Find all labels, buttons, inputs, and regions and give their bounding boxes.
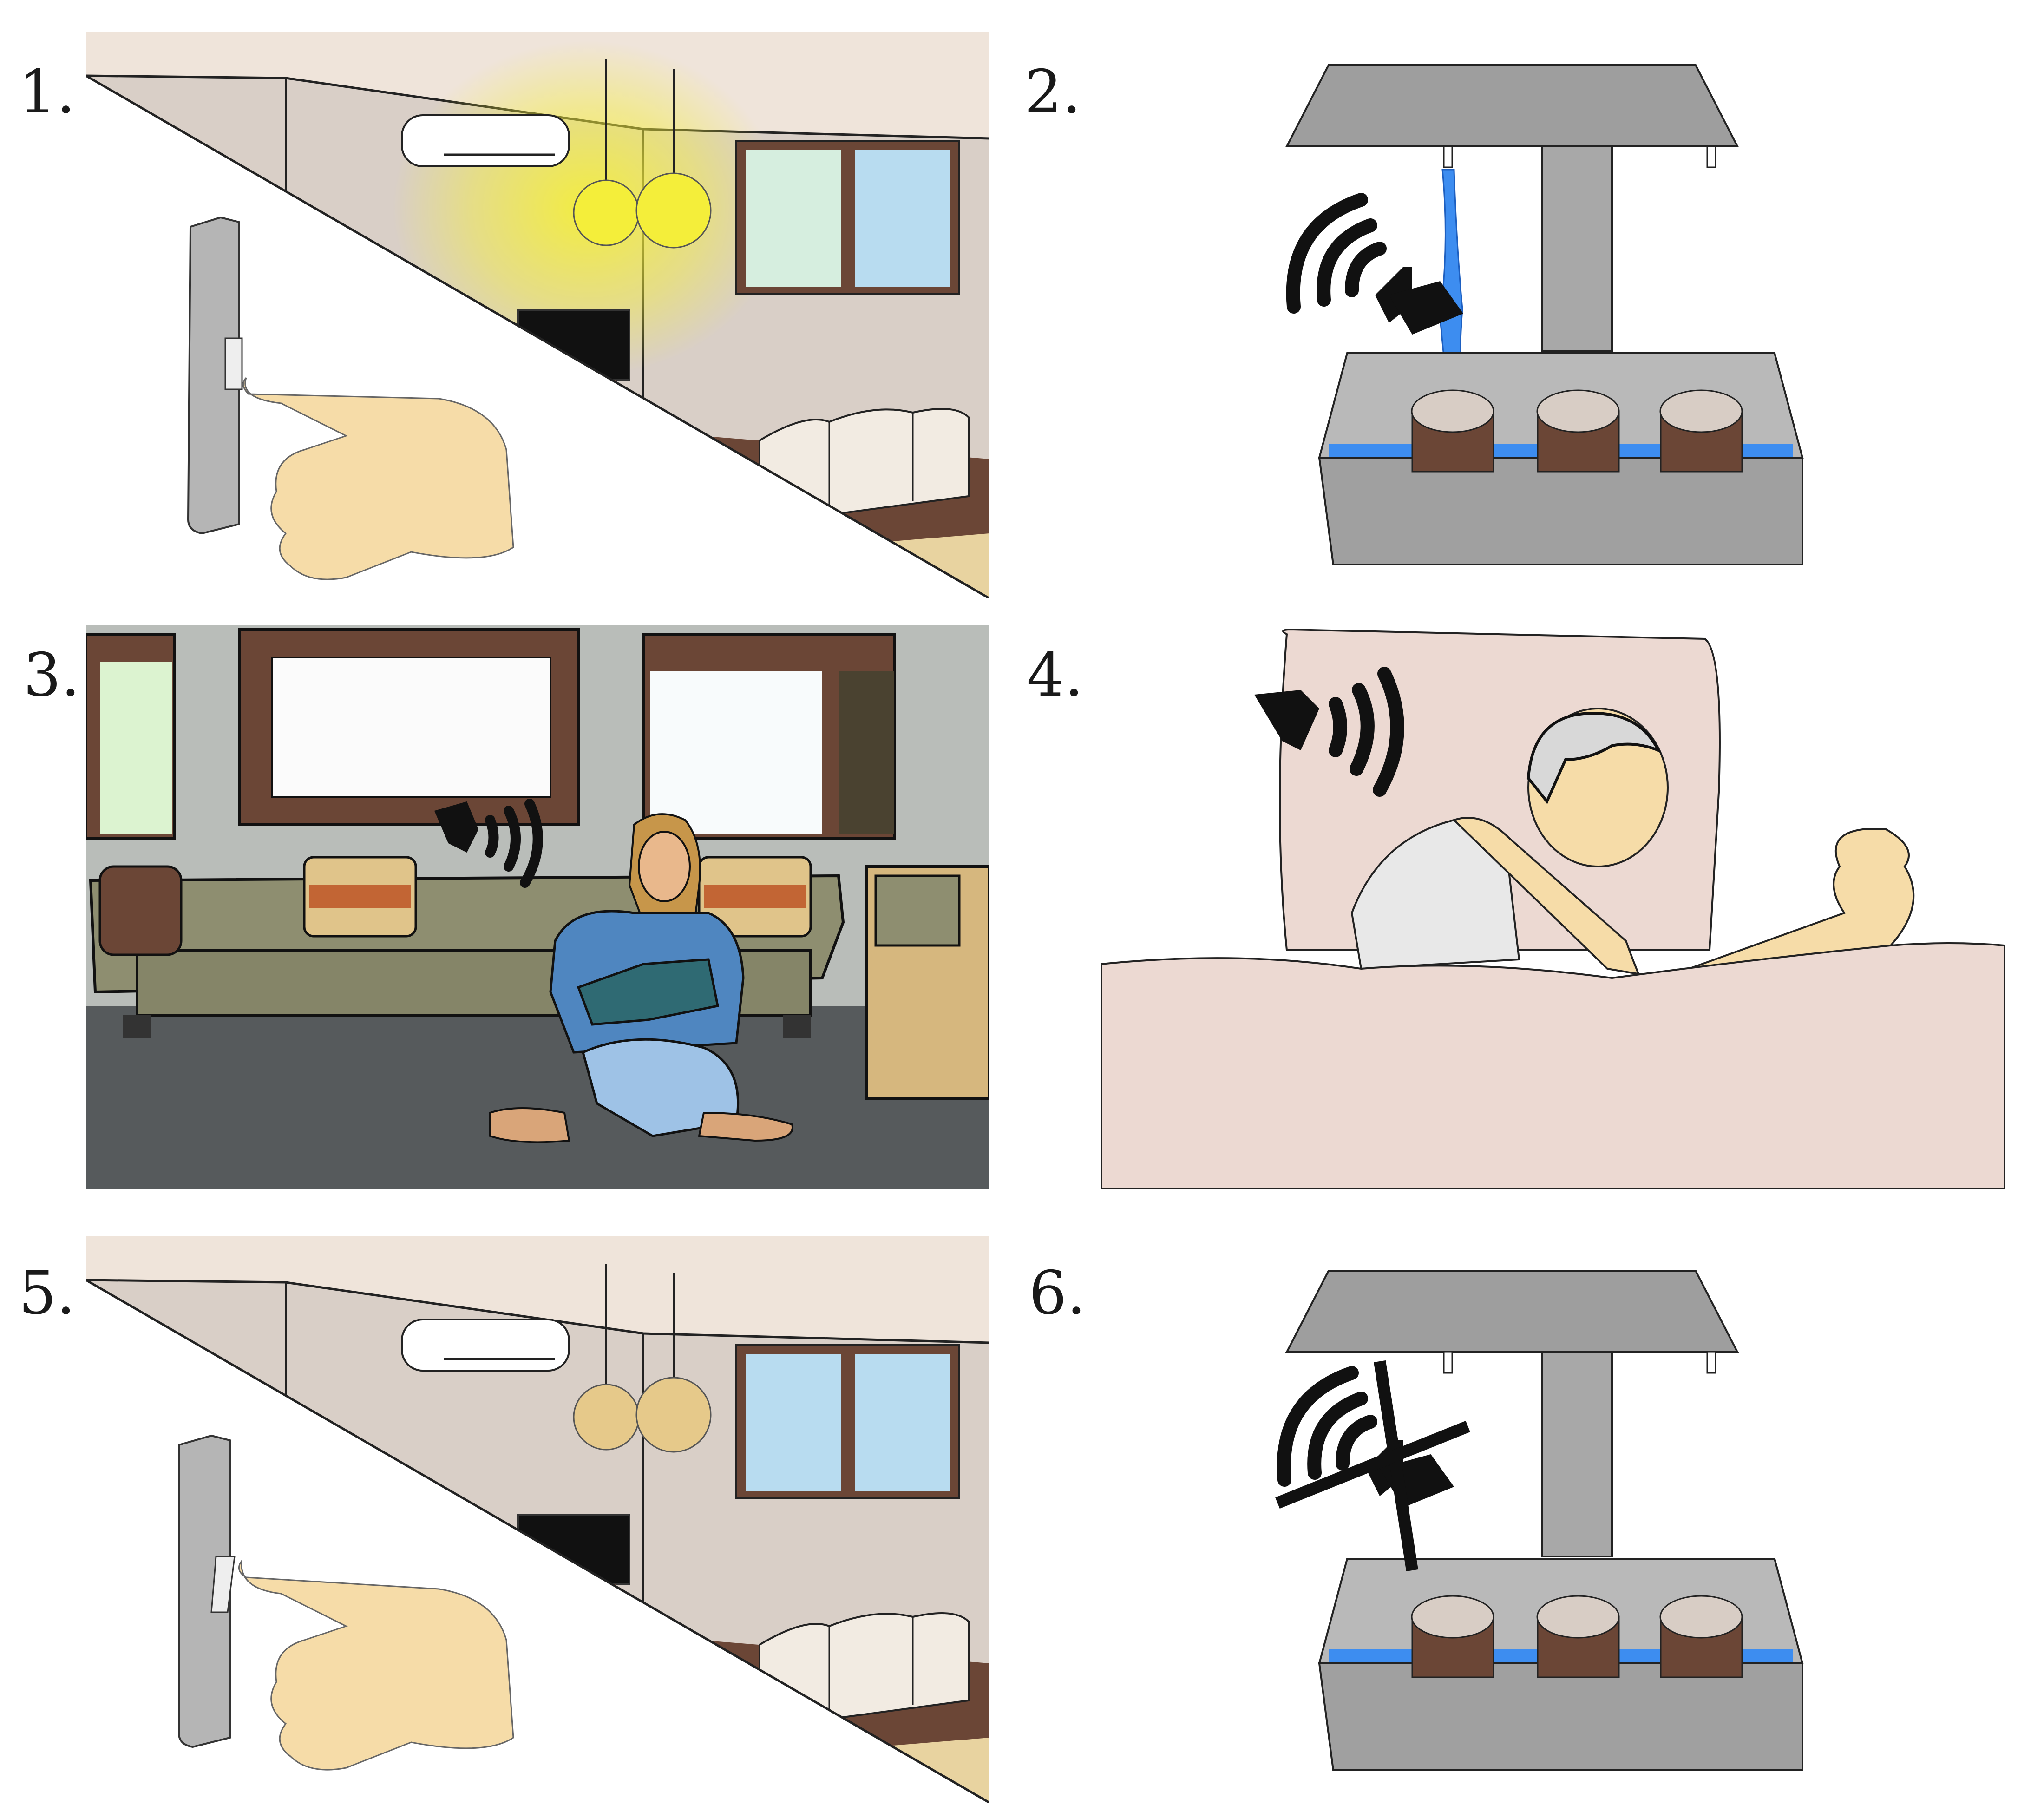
panel-4-number: 4. (1027, 641, 1084, 710)
device-canopy (1285, 64, 1739, 168)
plant-pot-3 (1659, 1595, 1743, 1678)
sleeping-man (1350, 708, 1915, 1054)
speaker-sound-icon (1286, 193, 1463, 335)
woman-reading (489, 813, 793, 1143)
device-pole (1541, 1351, 1613, 1557)
blanket (1101, 942, 2005, 1189)
window (735, 1344, 960, 1499)
plant-pot-2 (1536, 389, 1620, 473)
right-window (642, 633, 896, 840)
panel-2-device-active (1285, 64, 1804, 565)
light-switch-off (178, 1434, 236, 1748)
lamp-left-lit (573, 179, 640, 246)
plant-pot-1 (1411, 389, 1494, 473)
panel-5-number: 5. (19, 1259, 76, 1328)
pointing-hand (242, 377, 514, 580)
speaker-sound-icon (1254, 667, 1404, 797)
panel-2-number: 2. (1024, 58, 1081, 127)
plant-tray (1318, 1558, 1804, 1771)
air-conditioner (401, 114, 570, 167)
panel-6-number: 6. (1029, 1259, 1086, 1328)
lamp-right-off (635, 1377, 712, 1453)
center-window (238, 628, 580, 826)
window (735, 140, 960, 295)
panel-6-device-idle (1275, 1270, 1804, 1771)
panel-3-number: 3. (23, 641, 80, 710)
device-canopy (1285, 1270, 1739, 1374)
left-window (86, 633, 176, 840)
plant-pot-1 (1411, 1595, 1494, 1678)
device-pole (1541, 145, 1613, 352)
panel-1-light-on (86, 32, 989, 598)
speaker-sound-icon (434, 799, 543, 888)
plant-tray (1318, 352, 1804, 565)
floor-rug (86, 1006, 989, 1189)
pointing-hand (238, 1558, 514, 1771)
plant-pot-2 (1536, 1595, 1620, 1678)
pendant-lamps (573, 59, 712, 249)
plant-pot-3 (1659, 389, 1743, 473)
armchair (865, 865, 989, 1100)
pendant-lamps (573, 1264, 712, 1453)
panel-5-light-off (86, 1236, 989, 1803)
lamp-right-lit (635, 172, 712, 249)
air-conditioner (401, 1319, 570, 1372)
panel-4-sleeping (1101, 625, 2005, 1189)
light-switch-on (187, 216, 243, 535)
panel-1-number: 1. (19, 58, 76, 127)
speaker-muted-icon (1275, 1360, 1470, 1571)
lamp-left-off (573, 1384, 640, 1451)
panel-3-reading (86, 625, 989, 1189)
